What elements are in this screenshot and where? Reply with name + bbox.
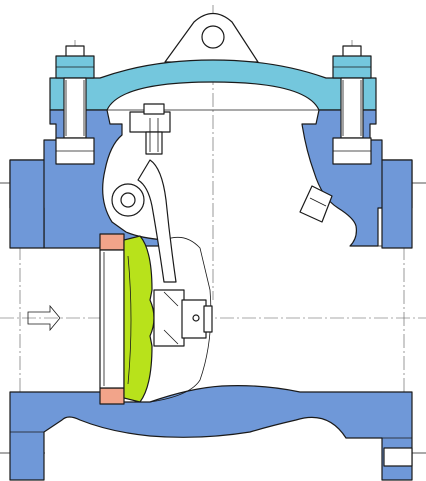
body-chamber-contour bbox=[149, 236, 212, 403]
seat-ring-bottom bbox=[99, 387, 125, 405]
flow-direction-arrow-icon bbox=[27, 304, 61, 332]
disc-hub bbox=[153, 289, 185, 347]
hinge-bolt-head bbox=[143, 103, 165, 115]
hinge-bolt-shank bbox=[145, 131, 163, 155]
right-bolt-assembly bbox=[332, 45, 372, 165]
left-bolt-assembly bbox=[55, 45, 95, 165]
disc-face-contour bbox=[127, 255, 132, 385]
outlet-flange-bolt-hole bbox=[383, 447, 413, 467]
disc-nut-assembly bbox=[153, 289, 213, 347]
seat-ring-top bbox=[99, 233, 125, 251]
left-bolt-shank bbox=[63, 77, 87, 139]
disc-nut-cap bbox=[203, 305, 213, 333]
body-side-boss bbox=[299, 185, 333, 223]
split-pin bbox=[192, 314, 200, 322]
swing-arm bbox=[137, 159, 177, 283]
valve-body-right-upper bbox=[301, 109, 413, 247]
outlet-flange-upper bbox=[381, 159, 413, 249]
valve-body-lower bbox=[9, 385, 413, 481]
right-bolt-shank bbox=[340, 77, 364, 139]
hinge-pin bbox=[120, 192, 136, 208]
lifting-lug-hole bbox=[201, 25, 225, 49]
inlet-flange-upper bbox=[9, 159, 45, 249]
hinge-assembly bbox=[111, 103, 177, 283]
